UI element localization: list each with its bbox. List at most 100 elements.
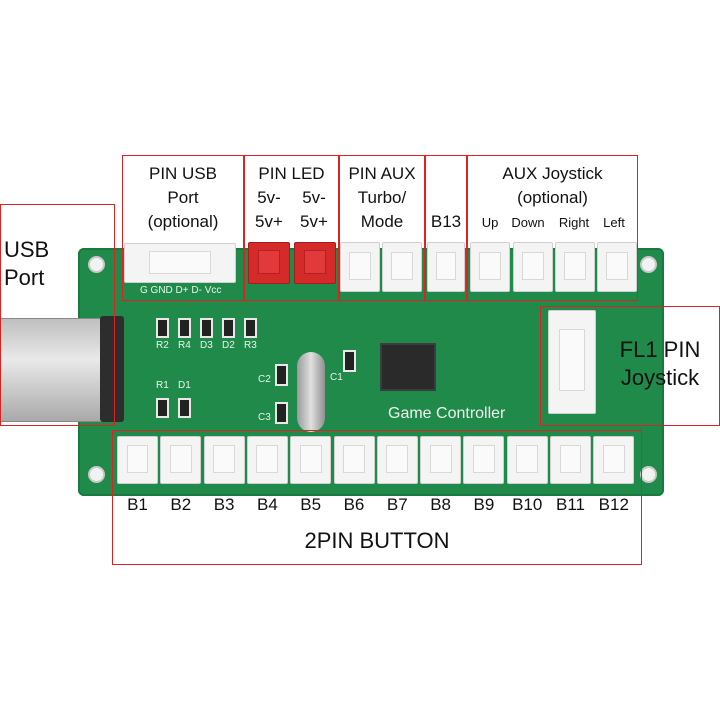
aux-dir-right: Right [558, 215, 590, 230]
callout-usb-port [0, 204, 115, 426]
pin-aux-line3: Mode [360, 212, 404, 231]
aux-dir-down: Down [511, 215, 545, 230]
button-label-b4: B4 [256, 495, 278, 514]
aux-joystick-title: AUX Joystick [502, 164, 603, 183]
button-connector [593, 436, 635, 484]
callout-b13 [425, 155, 467, 301]
led-connector-1 [248, 242, 290, 284]
usb-connector-body [100, 316, 124, 422]
diode-d2 [222, 318, 235, 338]
pin-aux-line1: PIN AUX [348, 164, 416, 183]
mounting-hole [640, 256, 657, 273]
capacitor-c1 [343, 350, 356, 372]
fl1-label: FL1 PIN Joystick [600, 336, 720, 392]
silk-r2: R2 [156, 340, 169, 351]
button-connector [506, 436, 548, 484]
pin-led-title: PIN LED [258, 164, 325, 183]
silk-c2: C2 [258, 374, 271, 385]
button-label-b10: B10 [512, 495, 543, 514]
callout-pin-led [244, 155, 339, 301]
pin-led-col1-neg: 5v- [257, 188, 281, 207]
aux-dir-left: Left [603, 215, 625, 230]
aux-mode-connector [382, 242, 422, 292]
usb-pin-connector [124, 243, 236, 283]
button-label-b11: B11 [556, 495, 585, 514]
aux-turbo-connector [340, 242, 380, 292]
pin-led-col1-pos: 5v+ [255, 212, 283, 231]
pin-led-label: PIN LED [244, 162, 339, 186]
diode-d1 [178, 398, 191, 418]
pin-led-col2-pos: 5v+ [300, 212, 328, 231]
pin-led-col1: 5v- 5v+ [249, 186, 289, 234]
mounting-hole [88, 466, 105, 483]
silk-c1: C1 [330, 372, 343, 383]
button-connector [420, 436, 462, 484]
resistor-r1 [156, 398, 169, 418]
callout-pin-aux [339, 155, 425, 301]
aux-joystick-sub: (optional) [517, 188, 588, 207]
silk-d2: D2 [222, 340, 235, 351]
silk-r1: R1 [156, 380, 169, 391]
aux-dir-up: Up [481, 215, 499, 230]
capacitor-c3 [275, 402, 288, 424]
pin-led-col2: 5v- 5v+ [293, 186, 335, 234]
callout-aux-joystick [467, 155, 638, 301]
aux-joystick-label: AUX Joystick (optional) [467, 162, 638, 210]
silk-d3: D3 [200, 340, 213, 351]
button-label-b9: B9 [473, 495, 495, 514]
silk-d1: D1 [178, 380, 191, 391]
silk-r3: R3 [244, 340, 257, 351]
button-label-b3: B3 [213, 495, 235, 514]
callout-pin-usb [122, 155, 244, 301]
button-label-b2: B2 [170, 495, 192, 514]
button-connector [333, 436, 375, 484]
button-connector [463, 436, 505, 484]
pin-usb-label: PIN USB Port (optional) [122, 162, 244, 234]
usb-port-label: USB Port [4, 236, 49, 292]
led-connector-2 [294, 242, 336, 284]
button-label-b12: B12 [598, 495, 629, 514]
button-label-b1: B1 [127, 495, 148, 514]
aux-down-connector [513, 242, 553, 292]
button-connector [246, 436, 288, 484]
button-connector [117, 436, 158, 484]
pin-usb-line1: PIN USB [148, 164, 218, 183]
usb-pin-silkscreen: G GND D+ D- Vcc [140, 285, 222, 296]
fl1-line2: Joystick [620, 365, 700, 390]
diode-d3 [200, 318, 213, 338]
button-connector [203, 436, 245, 484]
resistor-r3 [244, 318, 257, 338]
aux-right-connector [555, 242, 595, 292]
capacitor-c2 [275, 364, 288, 386]
two-pin-button-label: 2PIN BUTTON [304, 528, 450, 553]
silk-r4: R4 [178, 340, 191, 351]
button-label-b6: B6 [343, 495, 365, 514]
b13-connector [427, 242, 465, 292]
mounting-hole [640, 466, 657, 483]
fl1-joystick-connector [548, 310, 596, 414]
mounting-hole [88, 256, 105, 273]
usb-port-label-line2: Port [4, 265, 45, 290]
pin-led-col2-neg: 5v- [302, 188, 326, 207]
resistor-r2 [156, 318, 169, 338]
aux-up-connector [470, 242, 510, 292]
game-controller-silkscreen: Game Controller [388, 405, 506, 422]
pin-aux-line2: Turbo/ [357, 188, 407, 207]
button-connector [160, 436, 202, 484]
resistor-r4 [178, 318, 191, 338]
button-label-b5: B5 [300, 495, 322, 514]
button-connector [290, 436, 332, 484]
callout-2pin-button [112, 430, 642, 565]
button-label-b7: B7 [386, 495, 408, 514]
silk-c3: C3 [258, 412, 271, 423]
usb-port-label-line1: USB [4, 237, 50, 262]
pin-usb-line3: (optional) [147, 212, 219, 231]
button-connector [550, 436, 591, 484]
b13-label: B13 [430, 212, 462, 231]
pin-aux-label: PIN AUX Turbo/ Mode [339, 162, 425, 234]
pin-usb-line2: Port [167, 188, 199, 207]
button-connector [376, 436, 418, 484]
button-label-b8: B8 [430, 495, 451, 514]
microcontroller-chip [380, 343, 436, 391]
fl1-line1: FL1 PIN [619, 337, 701, 362]
